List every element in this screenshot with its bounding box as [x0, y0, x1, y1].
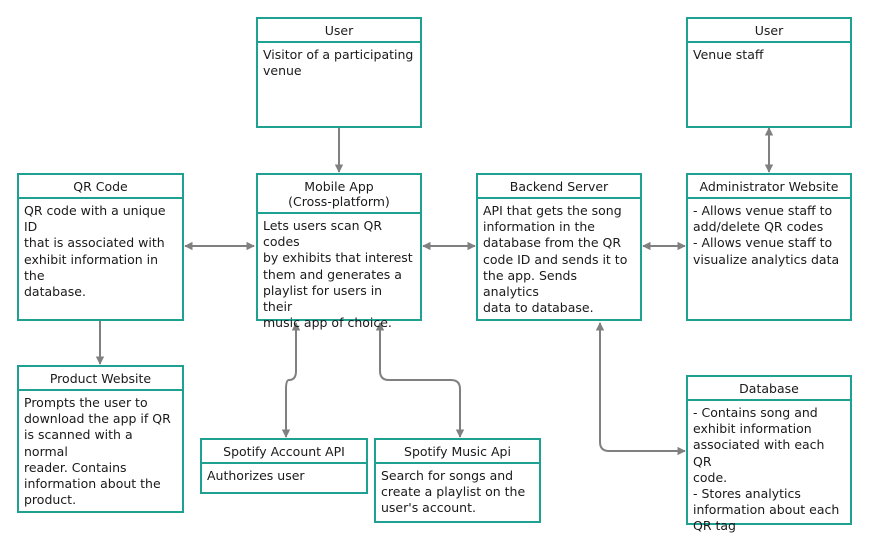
database-box: Database - Contains song and exhibit inf… [686, 375, 852, 533]
admin-website-description: - Allows venue staff to add/delete QR co… [693, 203, 840, 267]
spotify-account-api-box: Spotify Account API Authorizes user [200, 438, 368, 494]
product-website-title: Product Website [19, 367, 182, 391]
spotify-account-api-title: Spotify Account API [202, 440, 366, 464]
user-visitor-description: Visitor of a participating venue [263, 47, 414, 79]
product-website-box: Product Website Prompts the user to down… [17, 365, 184, 513]
user-staff-box: User Venue staff [686, 17, 852, 128]
connector-mobile-app-spotify-music [375, 322, 465, 438]
mobile-app-box: Mobile App (Cross-platform) Lets users s… [256, 173, 422, 330]
mobile-app-title: Mobile App (Cross-platform) [258, 175, 420, 214]
qr-code-description: QR code with a unique ID that is associa… [24, 203, 166, 300]
user-staff-title: User [688, 19, 850, 43]
database-title: Database [688, 377, 850, 401]
user-staff-description: Venue staff [693, 47, 764, 62]
backend-server-title: Backend Server [478, 175, 640, 199]
qr-code-box: QR Code QR code with a unique ID that is… [17, 173, 184, 321]
spotify-music-api-description: Search for songs and create a playlist o… [381, 468, 526, 516]
spotify-music-api-title: Spotify Music Api [376, 440, 539, 464]
admin-website-title: Administrator Website [688, 175, 850, 199]
backend-server-box: Backend Server API that gets the song in… [476, 173, 642, 321]
connector-backend-database [595, 322, 686, 456]
spotify-account-api-description: Authorizes user [207, 468, 305, 483]
user-visitor-box: User Visitor of a participating venue [256, 17, 422, 128]
qr-code-title: QR Code [19, 175, 182, 199]
mobile-app-description: Lets users scan QR codes by exhibits tha… [263, 218, 413, 331]
connector-mobile-app-spotify-account [281, 322, 301, 438]
product-website-description: Prompts the user to download the app if … [24, 395, 171, 508]
user-visitor-title: User [258, 19, 420, 43]
admin-website-box: Administrator Website - Allows venue sta… [686, 173, 852, 321]
spotify-music-api-box: Spotify Music Api Search for songs and c… [374, 438, 541, 523]
database-description: - Contains song and exhibit information … [693, 405, 840, 534]
backend-server-description: API that gets the song information in th… [483, 203, 628, 316]
